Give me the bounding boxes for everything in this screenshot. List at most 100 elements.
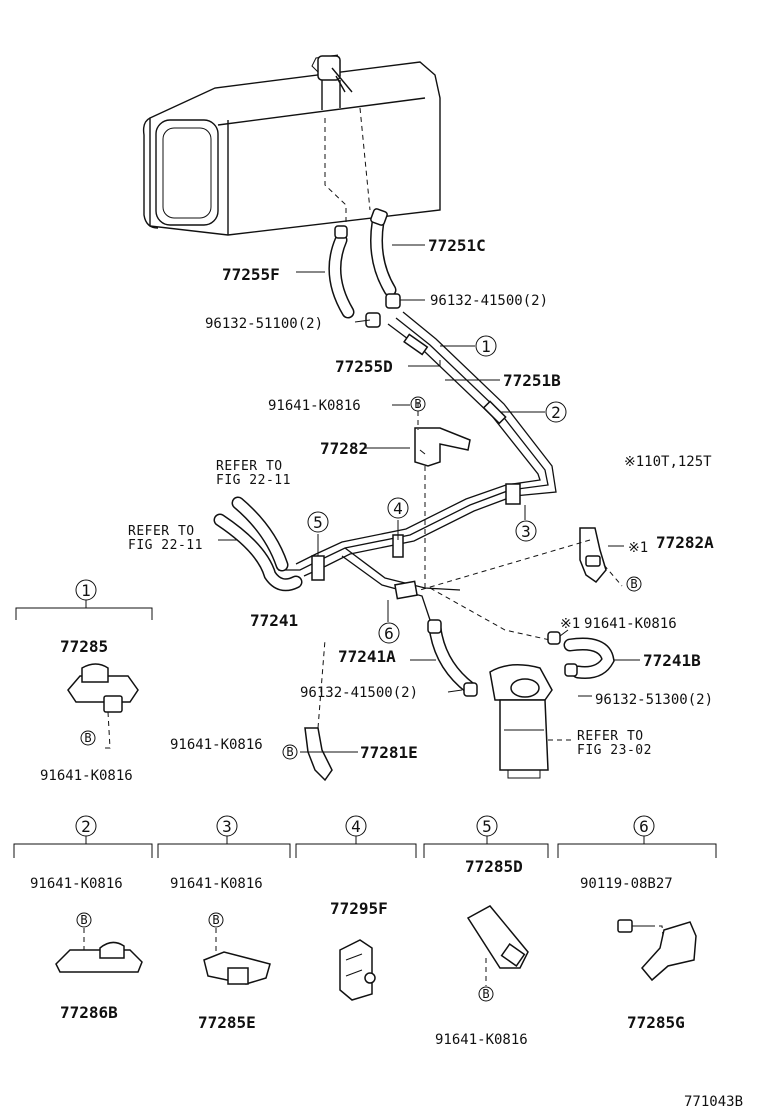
callout-6-text: 6 (384, 624, 394, 643)
clip-77295F (339, 939, 376, 1001)
bolt-marker-mid: B (282, 744, 298, 760)
hose-77241B (563, 637, 615, 679)
detail-2-number: 2 (81, 817, 91, 836)
detail-5-number: 5 (482, 817, 492, 836)
callout-4-text: 4 (393, 499, 403, 518)
callout-1: 1 (475, 335, 497, 357)
detail-4: 4 77295F (295, 815, 417, 1001)
pipe-clamp-1 (403, 333, 429, 356)
label-77251B: 77251B (503, 371, 561, 390)
label-77282: 77282 (320, 439, 368, 458)
refer-to-2-line2: FIG 22-11 (128, 538, 203, 553)
bolt-marker-top: B (410, 396, 426, 412)
bolt-marker-right: B (626, 576, 642, 592)
label-91641-K0816-left: 91641-K0816 (40, 768, 133, 784)
label-96132-41500-low: 96132-41500(2) (300, 685, 418, 701)
detail-6: 6 90119-08B27 77285G (557, 815, 717, 1032)
detail-2-bolt-label: 91641-K0816 (30, 876, 123, 892)
clip-77286B (55, 941, 143, 973)
detail-2: 2 91641-K0816 B 77286B (13, 815, 153, 1022)
bracket-77282A (579, 527, 607, 584)
clip-77285 (67, 663, 139, 713)
hose-routing-dash (429, 587, 551, 641)
bracket-77282 (414, 427, 471, 467)
callout-3: 3 (515, 520, 537, 542)
callout-3-text: 3 (521, 522, 531, 541)
label-96132-51100: 96132-51100(2) (205, 316, 323, 332)
detail-3-part-label: 77285E (198, 1013, 256, 1032)
callout-2: 2 (545, 401, 567, 423)
bracket-77281E-dash (317, 639, 326, 729)
bolt-marker-mid-text: B (286, 745, 293, 759)
pipe-clamp-5 (311, 555, 325, 581)
callout-1-text: 1 (481, 337, 491, 356)
mark-1: ※1 (628, 540, 648, 556)
label-91641-K0816-top: 91641-K0816 (268, 398, 361, 414)
label-77281E: 77281E (360, 743, 418, 762)
callout-6: 6 (378, 622, 400, 644)
detail-1: 1 77285 B 91641-K0816 (15, 579, 153, 784)
refer-to-2-line1: REFER TO (128, 524, 195, 539)
bracket-77282A-dash-2 (603, 564, 623, 587)
detail-5-part-label: 77285D (465, 857, 523, 876)
pipe-clamp-6 (394, 580, 418, 600)
label-91641-K0816-right: 91641-K0816 (584, 616, 677, 632)
callout-5: 5 (307, 511, 329, 533)
detail-1-bolt-marker: B (84, 731, 91, 745)
bracket-77285G (641, 921, 697, 982)
detail-5-bolt-marker: B (482, 987, 489, 1001)
leader-lines (296, 244, 640, 753)
detail-6-dash (650, 925, 665, 947)
mark-1b: ※1 (560, 616, 580, 632)
pipe-clamp-2 (482, 400, 507, 425)
label-77285: 77285 (60, 637, 108, 656)
figure-id: 771043B (684, 1094, 743, 1110)
detail-5: 5 77285D B 91641-K0816 (423, 815, 549, 1048)
detail-1-number: 1 (81, 581, 91, 600)
bolt-marker-top-text: B (414, 397, 421, 411)
callout-5-text: 5 (313, 513, 323, 532)
detail-6-number: 6 (639, 817, 649, 836)
label-77255F: 77255F (222, 265, 280, 284)
refer-to-1-line1: REFER TO (216, 459, 283, 474)
pipe-clamp-3 (505, 483, 521, 505)
label-96132-41500-top: 96132-41500(2) (430, 293, 548, 309)
refer-to-3-line1: REFER TO (577, 729, 644, 744)
tank-drop-line (324, 118, 347, 228)
refer-to-1-line2: FIG 22-11 (216, 473, 291, 488)
label-77255D: 77255D (335, 357, 393, 376)
label-77282A: 77282A (656, 533, 714, 552)
clip-77285D (466, 905, 529, 969)
bracket-77282A-dash (419, 539, 591, 591)
fuel-filter (489, 664, 553, 779)
detail-3-bolt-label: 91641-K0816 (170, 876, 263, 892)
hose-77255F (328, 233, 355, 319)
label-77251C: 77251C (428, 236, 486, 255)
callout-2-text: 2 (551, 403, 561, 422)
detail-3: 3 91641-K0816 B 77285E (157, 815, 291, 1032)
detail-2-bolt-marker: B (80, 913, 87, 927)
clamps-top (334, 208, 401, 328)
detail-6-bolt-label: 90119-08B27 (580, 876, 673, 892)
hose-77241A (428, 621, 477, 695)
bolt-marker-right-text: B (630, 577, 637, 591)
fuel-tank (142, 54, 441, 236)
detail-4-part-label: 77295F (330, 899, 388, 918)
detail-4-number: 4 (351, 817, 361, 836)
tank-drop-line-2 (359, 107, 371, 211)
detail-3-number: 3 (222, 817, 232, 836)
hose-77241 (213, 496, 303, 592)
clip-77285E (203, 951, 271, 985)
label-91641-K0816-mid: 91641-K0816 (170, 737, 263, 753)
refer-to-3-line2: FIG 23-02 (577, 743, 652, 758)
label-96132-51300: 96132-51300(2) (595, 692, 713, 708)
note-models: ※110T,125T (624, 454, 712, 470)
hose-77251C (370, 215, 397, 297)
detail-6-part-label: 77285G (627, 1013, 685, 1032)
detail-3-bolt-marker: B (212, 913, 219, 927)
bolt-90119 (617, 919, 650, 933)
label-77241B: 77241B (643, 651, 701, 670)
clamps-mid (427, 619, 578, 697)
detail-2-part-label: 77286B (60, 1003, 118, 1022)
